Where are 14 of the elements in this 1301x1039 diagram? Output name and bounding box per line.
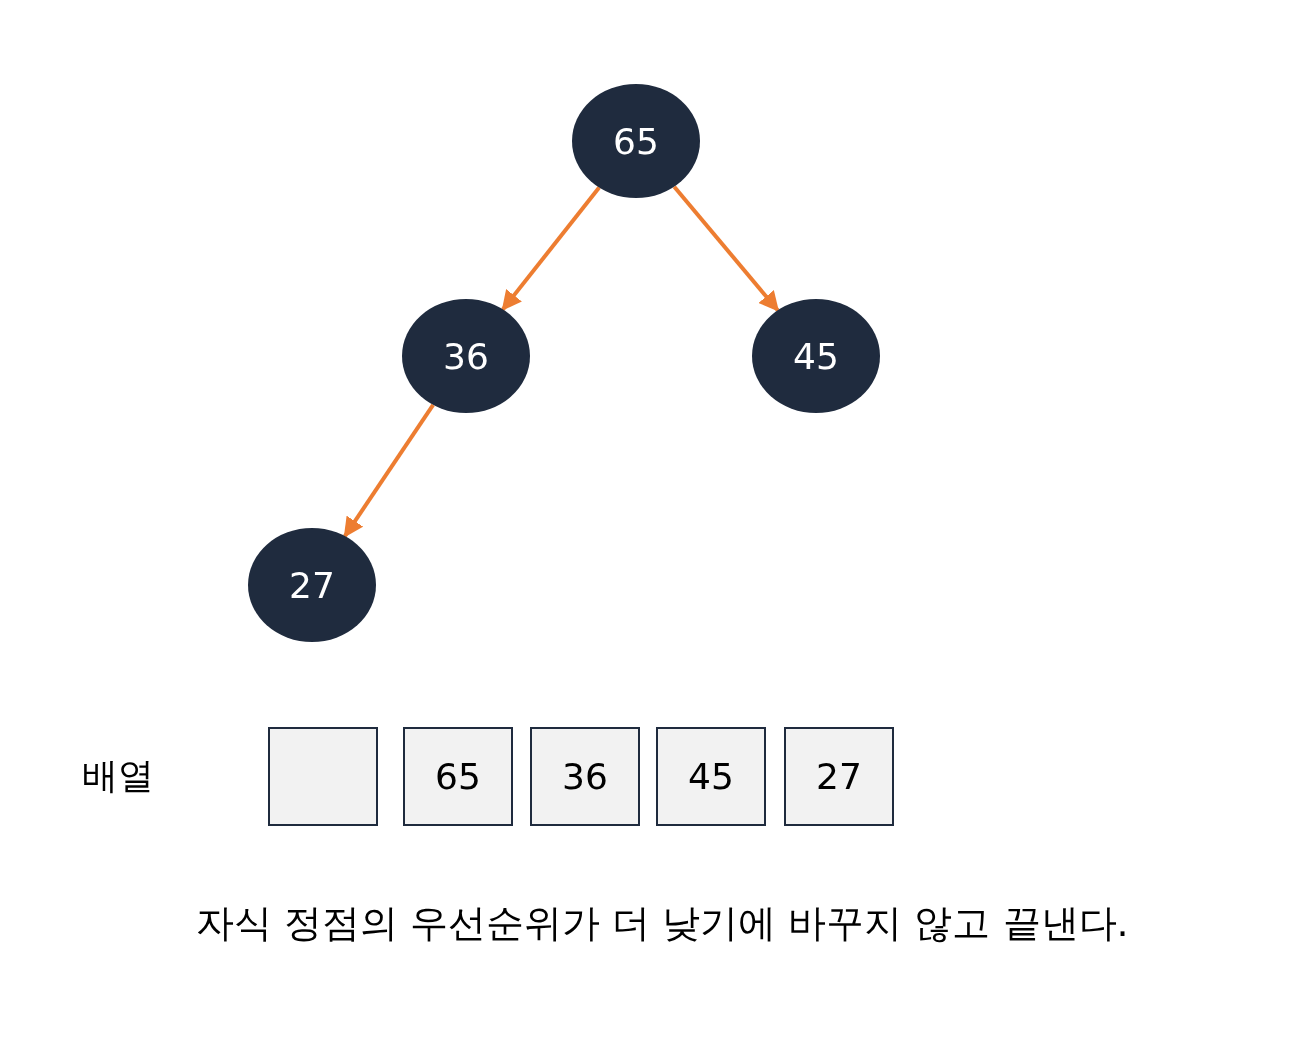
array-label: 배열: [82, 754, 154, 798]
arrow: [343, 403, 435, 538]
empty-array-cell: [268, 727, 378, 826]
tree-node-circle: 36: [402, 299, 530, 413]
arrow: [672, 185, 780, 312]
caption: 자식 정점의 우선순위가 더 낮기에 바꾸지 않고 끝낸다.: [196, 900, 1129, 947]
array-cell: 27: [784, 727, 894, 826]
tree-node-circle: 45: [752, 299, 880, 413]
array-cell: 36: [530, 727, 640, 826]
tree-node-circle: 65: [572, 84, 700, 198]
array-cell: 65: [403, 727, 513, 826]
arrow: [501, 186, 601, 311]
array-cell: 45: [656, 727, 766, 826]
tree-node-circle: 27: [248, 528, 376, 642]
